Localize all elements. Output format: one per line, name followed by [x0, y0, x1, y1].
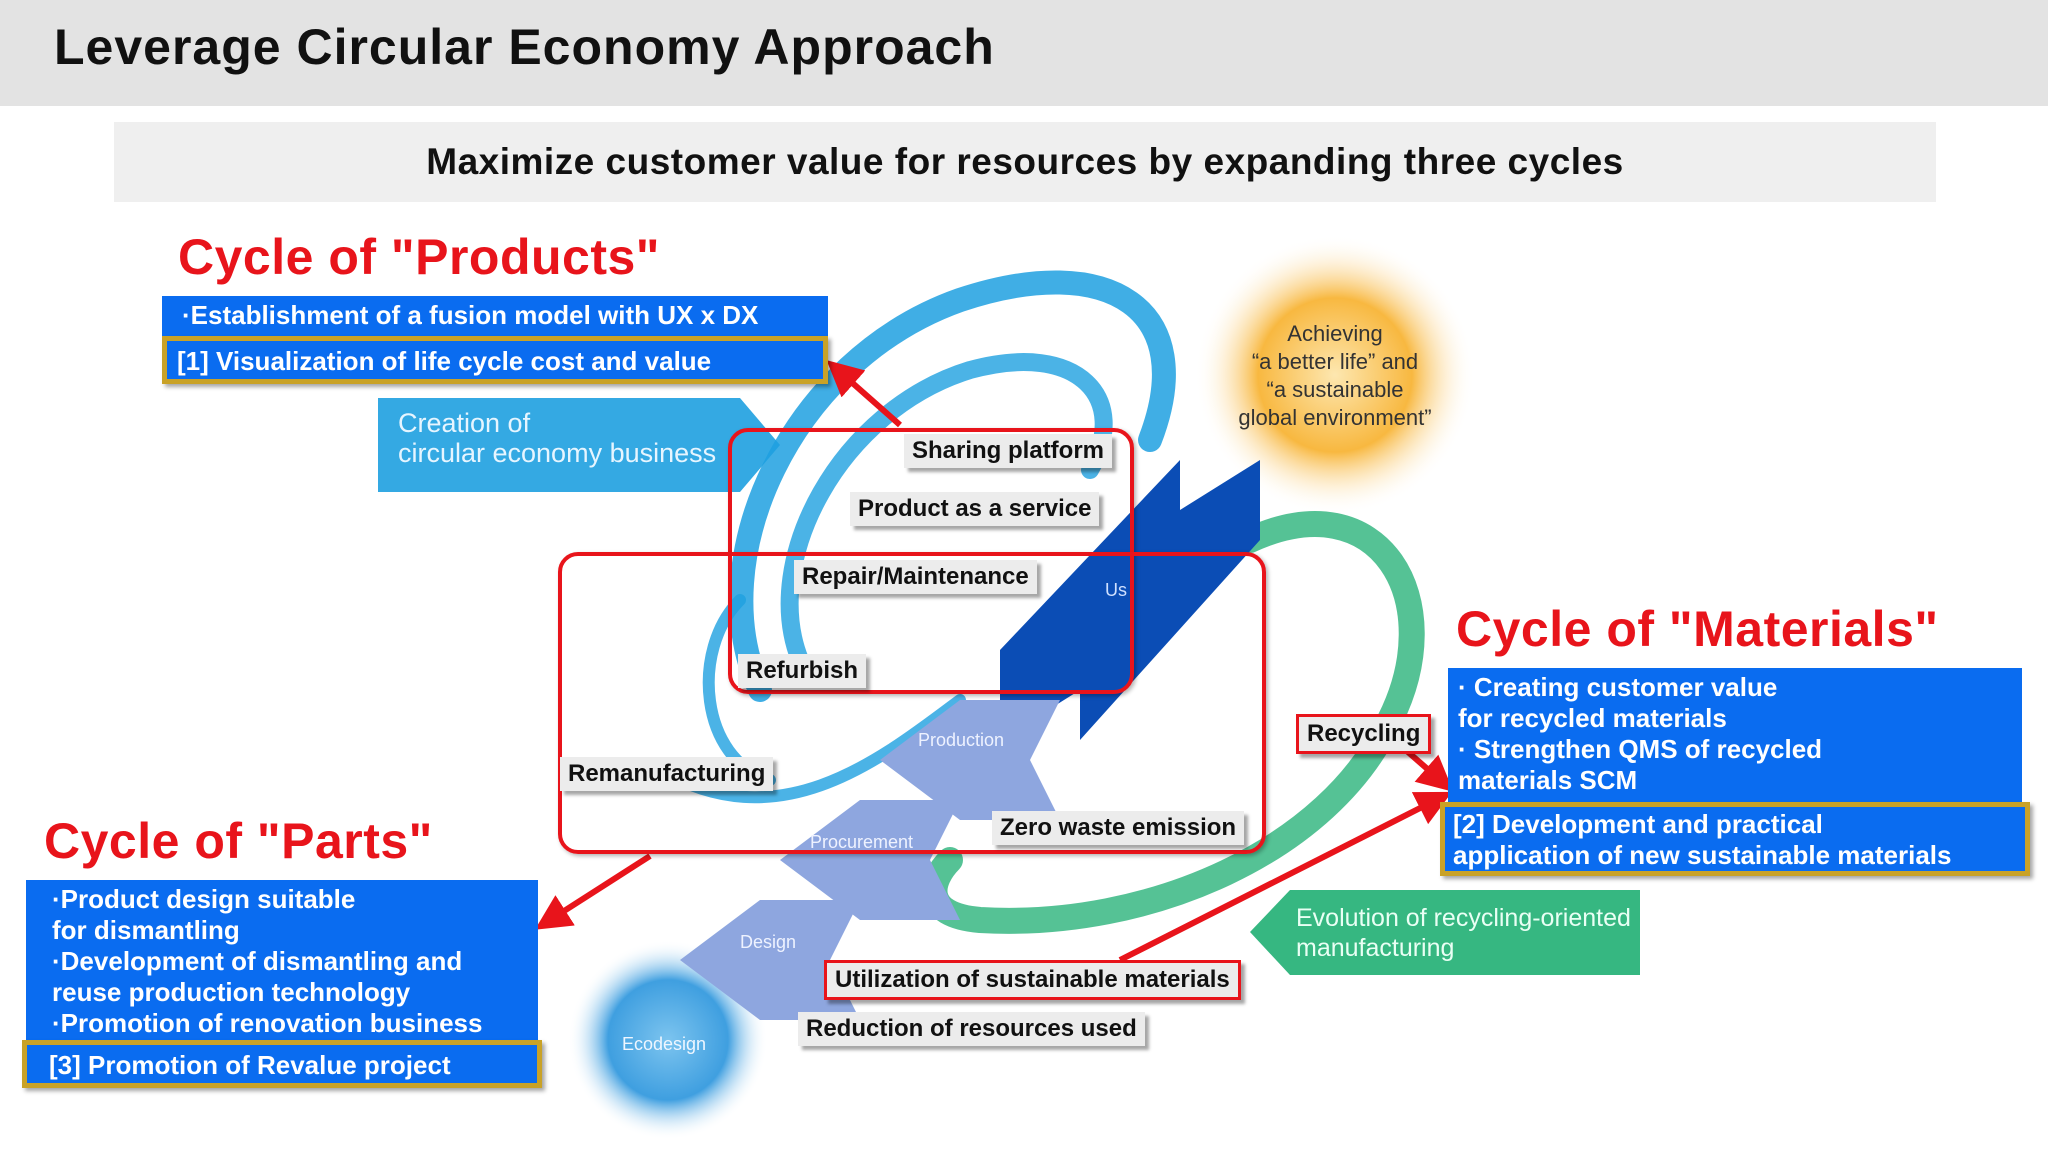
ecodesign-circle	[568, 940, 768, 1140]
parts-item: for dismantling	[52, 915, 240, 945]
materials-item: for recycled materials	[1458, 703, 1727, 733]
materials-item: materials SCM	[1458, 765, 1638, 795]
achieving-label: Achieving “a better life” and “a sustain…	[1238, 321, 1432, 430]
materials-item: · Creating customer value	[1458, 672, 1778, 702]
materials-highlight-box: [2] Development and practical applicatio…	[1440, 802, 2030, 876]
products-item: ·Establishment of a fusion model with UX…	[182, 300, 759, 330]
parts-highlight: [3] Promotion of Revalue project	[49, 1050, 451, 1080]
tag-product-as-service: Product as a service	[850, 492, 1100, 526]
tag-reduction-resources: Reduction of resources used	[798, 1012, 1145, 1046]
parts-cycle-title: Cycle of "Parts"	[44, 813, 433, 869]
parts-item: reuse production technology	[52, 977, 411, 1007]
stage-use-label: Us	[1105, 580, 1127, 600]
tag-refurbish: Refurbish	[738, 654, 867, 688]
stage-production-label: Production	[918, 730, 1005, 750]
parts-item: ·Promotion of renovation business	[52, 1008, 483, 1038]
stage-chevrons	[680, 700, 1060, 1020]
tag-recycling: Recycling	[1296, 714, 1432, 754]
stage-design-label: Design	[740, 932, 797, 952]
materials-items-box: · Creating customer value for recycled m…	[1448, 668, 2022, 802]
evolution-label: Evolution of recycling-oriented manufact…	[1296, 904, 1631, 962]
subtitle-banner	[114, 122, 1936, 202]
products-item-box: ·Establishment of a fusion model with UX…	[162, 296, 828, 336]
creation-arrow	[378, 398, 780, 492]
materials-item: · Strengthen QMS of recycled	[1458, 734, 1823, 764]
products-group-frame	[728, 428, 1134, 694]
materials-highlight-line: application of new sustainable materials	[1453, 840, 1952, 870]
red-arrows	[534, 360, 1454, 963]
tag-repair-maintenance: Repair/Maintenance	[794, 560, 1037, 594]
materials-cycle-title: Cycle of "Materials"	[1456, 601, 1939, 657]
products-cycle-title: Cycle of "Products"	[178, 229, 661, 285]
parts-item: ·Product design suitable	[52, 884, 356, 914]
parts-item: ·Development of dismantling and	[52, 946, 463, 976]
evolution-arrow	[1250, 890, 1640, 975]
page-subtitle: Maximize customer value for resources by…	[426, 141, 1624, 182]
stage-procurement-label: Procurement	[810, 832, 914, 852]
stage-ecodesign-label: Ecodesign	[622, 1034, 707, 1054]
achieving-sun	[1195, 235, 1475, 515]
parts-highlight-box: [3] Promotion of Revalue project	[22, 1040, 542, 1088]
title-bar	[0, 0, 2048, 106]
tag-sharing-platform: Sharing platform	[904, 434, 1113, 468]
parts-items-box: ·Product design suitable for dismantling…	[26, 880, 538, 1044]
page-title: Leverage Circular Economy Approach	[54, 19, 995, 75]
tag-remanufacturing: Remanufacturing	[560, 757, 774, 791]
tag-zero-waste: Zero waste emission	[992, 811, 1245, 845]
creation-label: Creation of circular economy business	[398, 408, 717, 468]
products-highlight-box: [1] Visualization of life cycle cost and…	[162, 336, 828, 384]
products-highlight: [1] Visualization of life cycle cost and…	[177, 346, 712, 376]
materials-highlight-line: [2] Development and practical	[1453, 809, 1823, 839]
parts-group-frame	[558, 552, 1266, 854]
tag-sustainable-materials: Utilization of sustainable materials	[824, 960, 1241, 1000]
